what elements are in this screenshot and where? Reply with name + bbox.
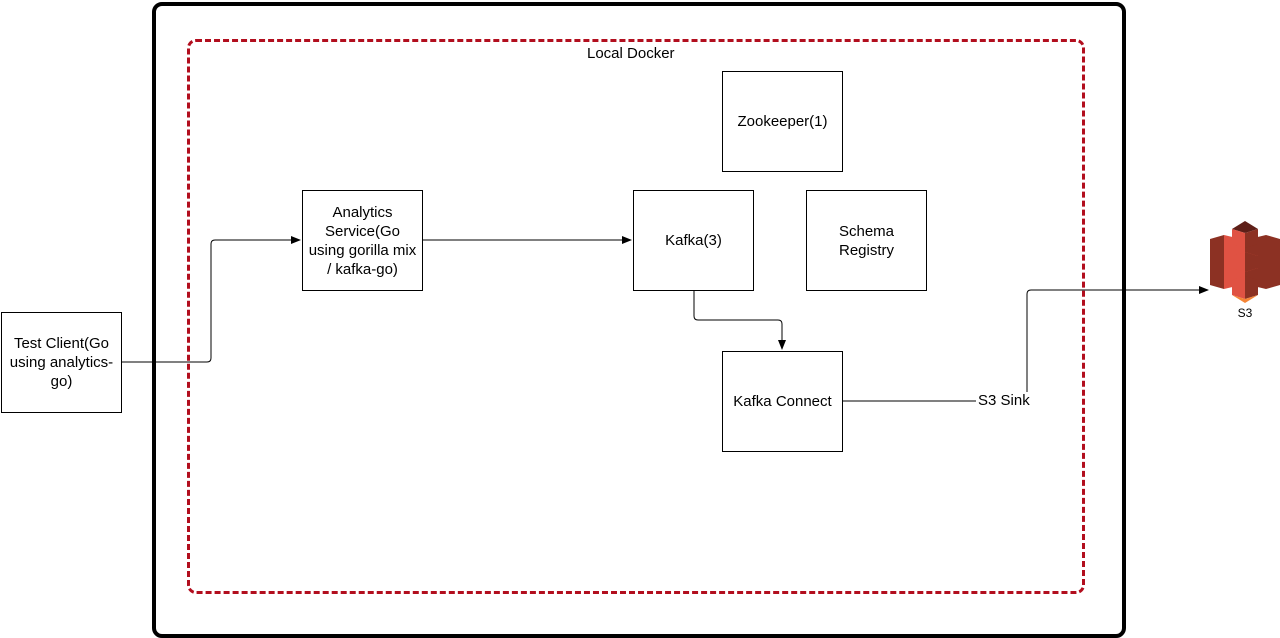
node-analytics-service-label: Analytics Service(Go using gorilla mix /… — [308, 203, 417, 278]
node-schema-registry-label: Schema Registry — [838, 222, 895, 259]
aws-s3-bucket-icon[interactable] — [1210, 221, 1280, 303]
node-schema-registry[interactable]: Schema Registry — [806, 190, 927, 291]
node-test-client[interactable]: Test Client(Go using analytics-go) — [1, 312, 122, 413]
node-kafka-connect[interactable]: Kafka Connect — [722, 351, 843, 452]
node-zookeeper[interactable]: Zookeeper(1) — [722, 71, 843, 172]
node-zookeeper-label: Zookeeper(1) — [737, 113, 828, 130]
node-analytics-service[interactable]: Analytics Service(Go using gorilla mix /… — [302, 190, 423, 291]
node-test-client-label: Test Client(Go using analytics-go) — [9, 335, 114, 390]
outer-frame — [152, 2, 1126, 638]
s3-label: S3 — [1237, 306, 1253, 320]
edge-client-to-analytics — [121, 236, 301, 363]
edge-connect-to-s3 — [842, 286, 1209, 402]
local-docker-frame — [187, 39, 1085, 594]
node-kafka-label: Kafka(3) — [665, 232, 722, 249]
local-docker-label: Local Docker — [587, 45, 675, 62]
s3-sink-label: S3 Sink — [976, 392, 1032, 410]
node-kafka-connect-label: Kafka Connect — [733, 393, 832, 410]
edge-kafka-to-connect — [693, 290, 786, 350]
node-kafka[interactable]: Kafka(3) — [633, 190, 754, 291]
